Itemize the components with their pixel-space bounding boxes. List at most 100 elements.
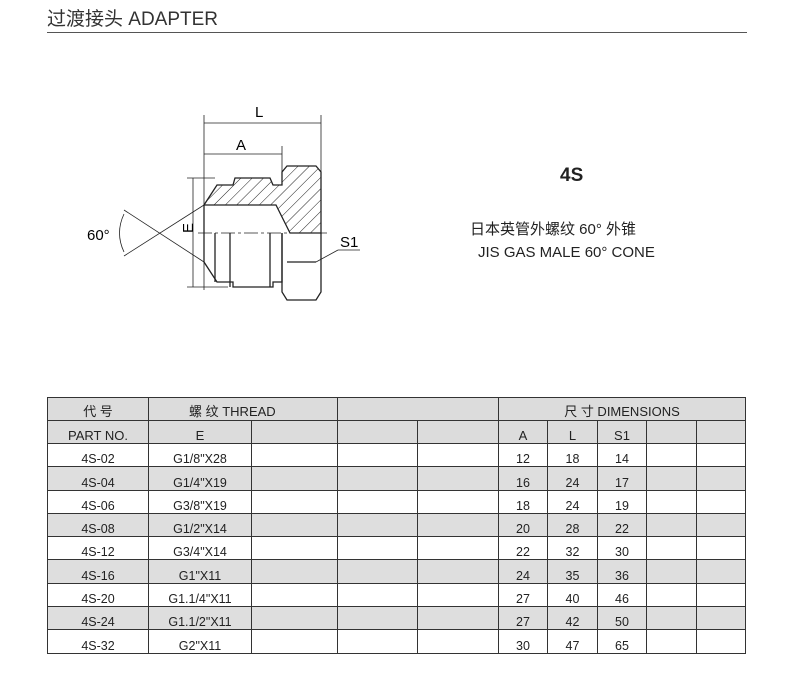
page-title: 过渡接头 ADAPTER: [47, 9, 219, 30]
cell-dim-a: 22: [498, 536, 548, 561]
cell-thread-e: G3/8"X19: [148, 489, 252, 514]
cell-empty: [696, 466, 746, 491]
cell-empty: [646, 582, 697, 608]
cell-dim-l: 35: [547, 559, 598, 584]
cell-empty: [696, 536, 746, 561]
cell-empty: [417, 466, 499, 491]
cell-dim-l: 42: [547, 606, 598, 631]
dim-l-label: L: [255, 104, 263, 121]
cell-empty: [646, 536, 697, 561]
product-desc-en: JIS GAS MALE 60° CONE: [478, 244, 655, 261]
cell-empty: [251, 512, 338, 538]
cell-thread-e: G2"X11: [148, 629, 252, 654]
cell-empty: [337, 559, 418, 584]
cell-empty: [696, 489, 746, 514]
dim-e-label: E: [180, 223, 197, 233]
adapter-drawing: L A E S1 60°: [87, 104, 360, 301]
cell-dim-s1: 36: [597, 559, 647, 584]
cell-thread-e: G1/4"X19: [148, 466, 252, 491]
cell-dim-a: 18: [498, 489, 548, 514]
cell-empty: [251, 536, 338, 561]
dimensions-table: 代 号 螺 纹 THREAD 尺 寸 DIMENSIONS PART NO. E…: [47, 397, 746, 654]
cell-part-no: 4S-06: [47, 489, 149, 514]
cell-empty: [696, 582, 746, 608]
cell-dim-s1: 30: [597, 536, 647, 561]
cell-dim-l: 28: [547, 512, 598, 538]
cell-empty: [417, 629, 499, 654]
header-a: A: [498, 420, 548, 444]
cell-empty: [337, 536, 418, 561]
cell-dim-s1: 17: [597, 466, 647, 491]
cell-empty: [417, 536, 499, 561]
cell-dim-l: 47: [547, 629, 598, 654]
cell-dim-s1: 19: [597, 489, 647, 514]
cell-thread-e: G1/8"X28: [148, 442, 252, 468]
cell-empty: [646, 512, 697, 538]
cell-dim-s1: 65: [597, 629, 647, 654]
cell-empty: [646, 559, 697, 584]
cell-dim-l: 40: [547, 582, 598, 608]
cell-empty: [417, 559, 499, 584]
cell-empty: [337, 512, 418, 538]
cell-empty: [696, 512, 746, 538]
header-dimensions: 尺 寸 DIMENSIONS: [498, 397, 746, 421]
cell-dim-l: 18: [547, 442, 598, 468]
cell-dim-a: 16: [498, 466, 548, 491]
cell-empty: [251, 582, 338, 608]
cell-dim-s1: 46: [597, 582, 647, 608]
cell-empty: [696, 442, 746, 468]
cell-empty: [417, 606, 499, 631]
cell-empty: [646, 489, 697, 514]
cell-empty: [417, 442, 499, 468]
cell-dim-a: 24: [498, 559, 548, 584]
dim-a-label: A: [236, 137, 246, 154]
cell-dim-s1: 22: [597, 512, 647, 538]
cell-thread-e: G1"X11: [148, 559, 252, 584]
divider: [47, 32, 747, 33]
cell-empty: [337, 606, 418, 631]
cell-empty: [417, 512, 499, 538]
cell-dim-l: 32: [547, 536, 598, 561]
cell-dim-s1: 14: [597, 442, 647, 468]
header-part-no: PART NO.: [47, 420, 149, 444]
cell-empty: [337, 442, 418, 468]
cell-empty: [696, 629, 746, 654]
cell-empty: [646, 466, 697, 491]
cell-thread-e: G1.1/4"X11: [148, 582, 252, 608]
cell-part-no: 4S-02: [47, 442, 149, 468]
cell-thread-e: G1/2"X14: [148, 512, 252, 538]
cell-dim-a: 27: [498, 582, 548, 608]
cell-empty: [417, 489, 499, 514]
cell-part-no: 4S-20: [47, 582, 149, 608]
angle-label: 60°: [87, 227, 110, 244]
header-s1: S1: [597, 420, 647, 444]
cell-part-no: 4S-04: [47, 466, 149, 491]
cell-empty: [337, 582, 418, 608]
cell-empty: [337, 489, 418, 514]
cell-empty: [251, 559, 338, 584]
header-e: E: [148, 420, 252, 444]
cell-dim-a: 12: [498, 442, 548, 468]
cell-empty: [696, 606, 746, 631]
header-thread: 螺 纹 THREAD: [148, 397, 338, 421]
cell-empty: [251, 489, 338, 514]
cell-part-no: 4S-32: [47, 629, 149, 654]
cell-dim-l: 24: [547, 466, 598, 491]
cell-empty: [337, 629, 418, 654]
cell-dim-s1: 50: [597, 606, 647, 631]
cell-empty: [646, 442, 697, 468]
cell-empty: [251, 606, 338, 631]
cell-empty: [251, 629, 338, 654]
cell-dim-a: 20: [498, 512, 548, 538]
cell-empty: [646, 606, 697, 631]
cell-part-no: 4S-12: [47, 536, 149, 561]
cell-empty: [417, 582, 499, 608]
header-l: L: [547, 420, 598, 444]
